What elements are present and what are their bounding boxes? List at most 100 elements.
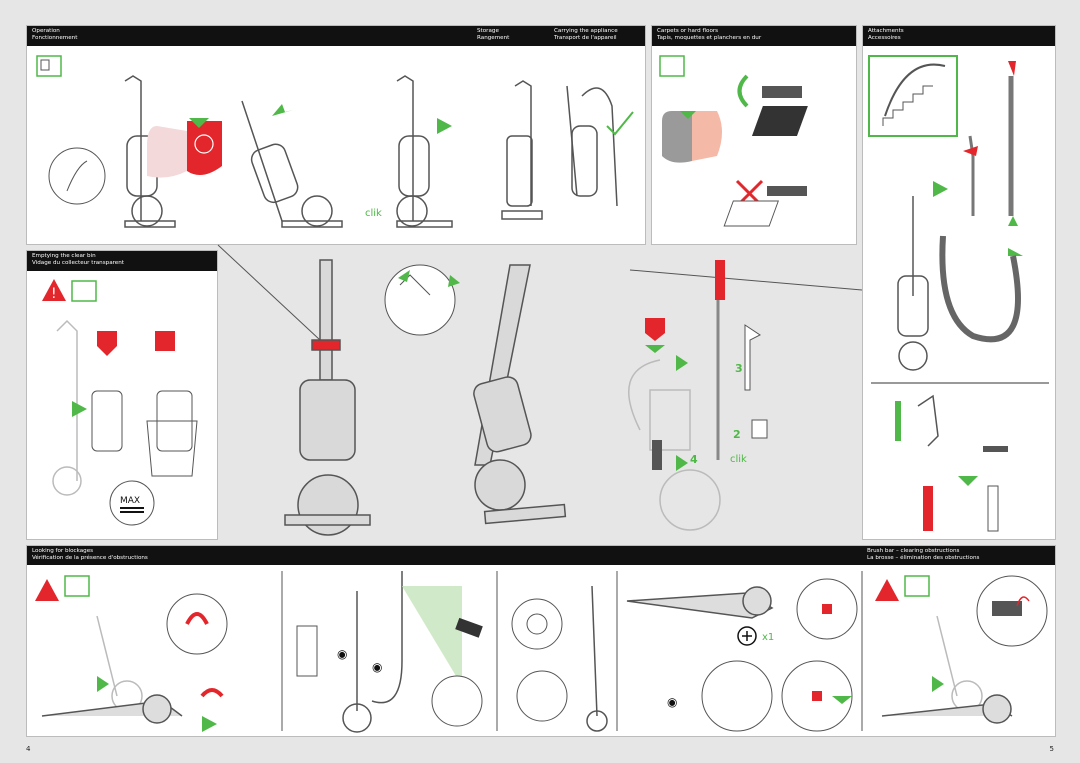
crevice-tool [744,324,761,391]
stairs-inset [868,55,958,137]
clik-label-2: clik [730,454,747,465]
push-arrow-icon [437,118,452,134]
panel-floors: Carpets or hard floors Tapis, moquettes … [651,25,857,245]
section-blockages-fr: Vérification de la présence d'obstructio… [32,555,148,561]
clip-detail-circle [166,593,228,655]
vacuum-hose [342,571,403,733]
header-blockages: Looking for blockages Vérification de la… [27,546,1055,565]
clear-bin-1 [91,390,123,452]
switch-detail-circle [48,147,106,205]
clik-label-1: clik [365,208,382,219]
plug-icon [71,280,97,302]
svg-text:◉: ◉ [337,647,347,661]
bin-illustrations: ! MAX [42,279,198,526]
brush-bar [762,86,802,98]
brush-button-grey [662,111,692,163]
section-floors-fr: Tapis, moquettes et planchers en dur [657,35,762,41]
panel-blockages: Looking for blockages Vérification de la… [26,545,1056,737]
page-number-left: 4 [26,745,31,753]
bin-empty-button [155,331,175,351]
right-arrow-icon [933,181,948,197]
stair-tool [983,446,1008,452]
vacuum-storage [501,80,543,220]
operation-illustrations: clik [36,55,634,228]
vacuum-upright-2 [396,75,453,228]
vacuum-front-view [284,259,371,536]
vacuum-flat [41,694,183,724]
wand-release-red [715,260,725,300]
wand-handle-red [1008,61,1016,76]
section-storage-fr: Rangement [477,35,510,41]
left-arrow-icon [1008,248,1023,256]
section-bin-en: Emptying the clear bin [32,253,96,259]
up-arrow-icon [1008,216,1018,226]
header-bin: Emptying the clear bin Vidage du collect… [27,251,217,271]
max-label: MAX [120,496,140,506]
step-4-label: 4 [690,453,698,466]
vacuum-flat-2 [881,694,1013,724]
wand-red [923,486,933,531]
header-floors: Carpets or hard floors Tapis, moquettes … [652,26,856,46]
section-brushbar-en: Brush bar – clearing obstructions [867,548,960,554]
release-button-icon [645,318,665,341]
x1-label: x1 [762,632,774,643]
carpet-swatch [751,106,808,136]
vacuum-with-hose [897,196,1021,371]
cyclone-detail-circle [511,598,563,650]
stair-tool-2 [652,440,662,470]
section-operation-en: Operation [32,28,60,34]
section-floors-en: Carpets or hard floors [657,28,719,34]
step-3-label: 3 [735,362,743,375]
vacuum-faded-2 [628,359,721,531]
plug-icon [64,575,90,597]
blockages-illustrations: ◉ ◉ x1 ◉ [35,571,1048,733]
panel-attachments: Attachments Accessoires [862,25,1056,540]
panel-operation: Operation Fonctionnement Storage Rangeme… [26,25,646,245]
warning-icon [35,579,59,601]
warning-icon [875,579,899,601]
brush-button-pink [692,111,722,161]
svg-text:◉: ◉ [372,660,382,674]
step-2-label: 2 [733,428,741,441]
max-detail-circle [109,480,155,526]
power-button-red [187,121,222,175]
bin-bag [146,420,198,477]
section-attachments-en: Attachments [868,28,904,34]
section-carrying-fr: Transport de l'appareil [554,35,617,41]
bin-release-button [97,331,117,356]
cyclone-detail-circle-2 [516,670,568,722]
hard-floor-swatch [723,200,779,227]
page-number-right: 5 [1049,745,1054,753]
section-brushbar-fr: La brosse – élimination des obstructions [867,555,980,561]
floors-illustrations [659,55,808,227]
svg-text:◉: ◉ [667,695,677,709]
hose-detail-circle [701,660,773,732]
down-arrow-icon [958,476,978,486]
section-attachments-fr: Accessoires [868,35,901,41]
header-operation: Operation Fonctionnement Storage Rangeme… [27,26,645,46]
section-bin-fr: Vidage du collecteur transparent [32,260,124,266]
plus-icon [737,626,757,646]
brush-head-flat [626,586,774,619]
section-carrying-en: Carrying the appliance [554,28,618,34]
warning-icon [42,279,66,301]
panel-bin: Emptying the clear bin Vidage du collect… [26,250,218,540]
section-storage-en: Storage [477,28,499,34]
attachments-illustrations [868,55,1049,532]
plug-icon [36,55,62,77]
callout-line [629,269,863,291]
section-operation-fr: Fonctionnement [32,35,78,41]
tool-nozzle [751,419,768,439]
svg-text:!: ! [51,286,57,302]
tilt-arrow-icon [272,104,293,116]
rotate-arrow-icon [737,74,749,108]
hand-detail-circle [384,264,456,336]
header-attachments: Attachments Accessoires [863,26,1055,46]
vacuum-carrying [566,85,618,207]
vacuum-reclined-view [473,264,567,525]
down-arrow-icon [189,118,209,128]
plug-icon [659,55,685,77]
down-arrow-icon [680,111,696,119]
check-icon [606,111,634,136]
combination-tool [917,394,939,447]
